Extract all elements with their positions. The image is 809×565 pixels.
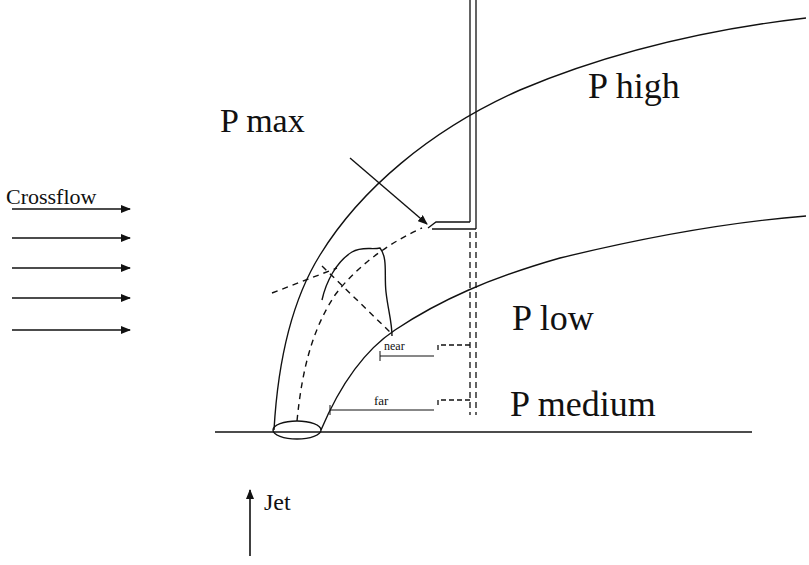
pmax-leader	[350, 158, 427, 224]
pressure-probe	[428, 0, 476, 415]
region-label: P high	[588, 68, 680, 104]
jet-plume	[272, 18, 806, 439]
distance-marks	[330, 351, 434, 415]
flow-label: Jet	[264, 490, 291, 514]
jet-arrow	[249, 490, 251, 556]
wall-line	[215, 431, 752, 432]
region-label: P low	[512, 300, 594, 336]
crossflow-arrows	[12, 209, 130, 330]
distance-label: near	[384, 340, 405, 352]
distance-label: far	[374, 394, 388, 407]
flow-label: Crossflow	[6, 186, 96, 208]
region-label: P medium	[510, 386, 656, 422]
pressure-label: P max	[220, 104, 305, 138]
